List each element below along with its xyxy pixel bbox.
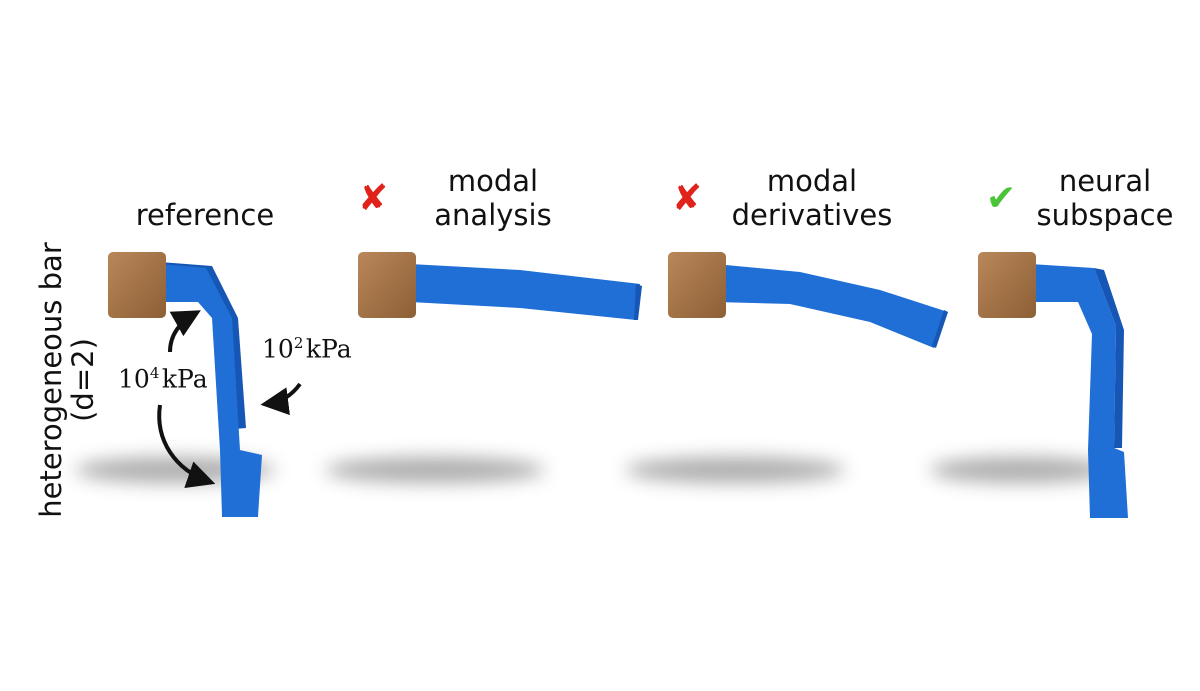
stiffness-high-label: 104 kPa [118,364,208,394]
clamp-block-modal-derivatives [668,252,726,318]
label-modal-analysis-line2: analysis [434,198,552,232]
bar-reference [160,262,262,517]
clamp-block-reference [108,252,166,318]
stiffness-low-label: 102 kPa [262,334,352,364]
label-modal-derivatives-line2: derivatives [731,198,893,232]
cross-icon: ✘ [672,178,703,219]
arrow-soft [260,382,302,416]
label-modal-analysis: ✘ modal analysis [350,164,580,232]
shadow-modal-analysis [325,457,545,483]
label-modal-derivatives: ✘ modal derivatives [664,164,904,232]
clamp-block-neural-subspace [978,252,1036,318]
shadow-modal-derivatives [625,457,845,483]
label-neural-subspace-line1: neural [1058,164,1152,198]
shadow-neural-subspace [930,457,1110,483]
cross-icon: ✘ [358,178,389,219]
row-label: heterogeneous bar (d=2) [12,205,122,555]
row-label-line1: heterogeneous bar [34,242,68,518]
clamp-block-modal-analysis [358,252,416,318]
label-modal-derivatives-line1: modal [766,164,858,198]
arrow-stiff-lower [157,404,216,488]
check-icon: ✔ [986,178,1017,219]
label-reference-text: reference [135,198,275,232]
bar-modal-derivatives [715,264,948,348]
bar-neural-subspace [1030,264,1128,518]
bar-modal-analysis [410,264,642,320]
label-reference: reference [110,198,300,232]
arrow-stiff-upper [168,310,201,353]
label-modal-analysis-line1: modal [447,164,539,198]
label-neural-subspace-line2: subspace [1036,198,1174,232]
label-neural-subspace: ✔ neural subspace [984,164,1184,232]
row-label-line2: (d=2) [66,338,100,422]
